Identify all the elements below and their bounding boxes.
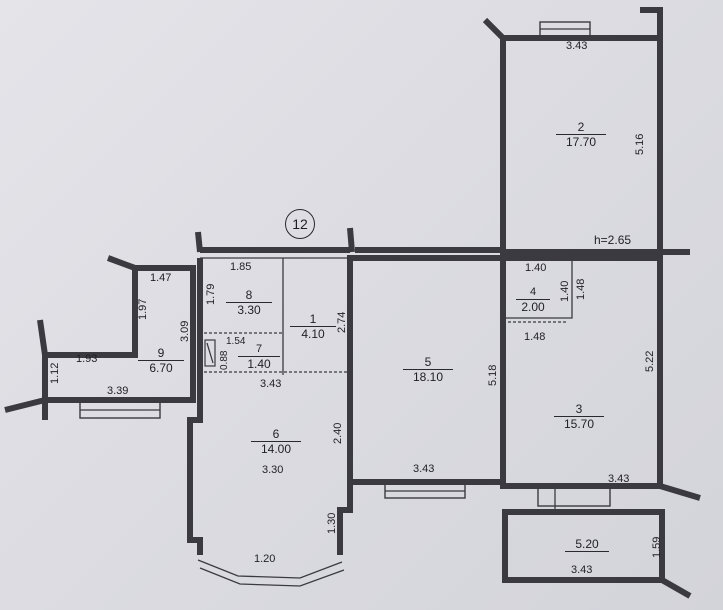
- dim-room9-bottom: 1.93: [76, 353, 98, 365]
- dim-room6-side: 2.40: [332, 422, 344, 444]
- room-6-bay: [197, 559, 345, 587]
- dim-room3-side: 5.22: [644, 350, 656, 372]
- dim-room9-side: 1.97: [137, 298, 149, 320]
- dim-room9-right: 3.09: [179, 320, 191, 342]
- plan-number-marker: 12: [285, 209, 315, 239]
- dim-room7-top: 1.54: [226, 336, 246, 347]
- dim-room6-mid: 3.30: [262, 464, 284, 476]
- dim-room4-bottom: 1.48: [524, 331, 546, 343]
- top-wall-stub: [482, 7, 663, 41]
- dim-room5-bottom: 3.43: [413, 463, 435, 475]
- dim-balcony-bottom: 3.43: [571, 564, 593, 576]
- room-9-walls: [42, 265, 196, 403]
- dim-room6-bay: 1.20: [254, 553, 276, 565]
- dim-room8-top: 1.85: [230, 261, 252, 273]
- dim-room3-top-side: 1.48: [575, 278, 587, 300]
- dim-room4-top: 1.40: [525, 262, 547, 274]
- dim-room3-bottom: 3.43: [608, 473, 630, 485]
- balcony-door: [537, 487, 611, 507]
- dim-room7-side: 0.88: [219, 350, 230, 370]
- dim-room9-left: 1.12: [49, 362, 61, 384]
- dim-room2-top: 3.43: [566, 40, 588, 52]
- dim-room6-top: 3.43: [260, 378, 282, 390]
- dim-room5-side: 5.18: [487, 364, 499, 386]
- dim-room2-side: 5.16: [634, 133, 646, 155]
- dim-room6-lower: 1.30: [326, 512, 338, 534]
- plan-number: 12: [292, 216, 308, 232]
- room-4-walls: [505, 260, 573, 319]
- dim-balcony-side: 1.59: [651, 536, 663, 558]
- right-stubs: [659, 249, 701, 599]
- entrance-jamb: [195, 227, 355, 253]
- balcony-label: 5.20: [565, 537, 609, 552]
- dim-room9-top: 1.47: [150, 272, 172, 284]
- left-stubs: [4, 255, 137, 420]
- dim-room4-side: 1.40: [559, 280, 571, 302]
- dim-room8-side: 1.79: [205, 283, 217, 305]
- ceiling-height-label: h=2.65: [594, 233, 632, 247]
- dim-room1-side: 2.74: [336, 311, 348, 333]
- dim-room9-base: 3.39: [107, 385, 129, 397]
- room-6-walls: [187, 380, 353, 555]
- boiler-icon: [204, 339, 216, 367]
